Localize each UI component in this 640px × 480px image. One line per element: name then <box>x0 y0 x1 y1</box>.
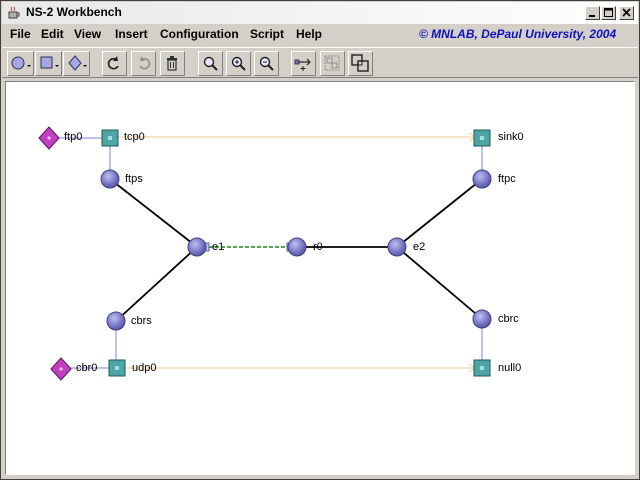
link-e2-ftpc[interactable] <box>396 178 483 248</box>
zoom-in-button[interactable] <box>226 51 251 76</box>
node-cbrs[interactable] <box>106 311 126 331</box>
label-ftp0: ftp0 <box>64 131 83 143</box>
group-icon <box>324 55 340 71</box>
ungroup-button[interactable] <box>348 51 373 76</box>
label-e2: e2 <box>413 241 426 253</box>
app-ftp0[interactable] <box>38 126 60 150</box>
app-cbr0[interactable] <box>50 357 72 381</box>
zoom-in-icon <box>231 56 246 71</box>
minimize-icon <box>589 15 595 17</box>
menu-script[interactable]: Script <box>250 27 285 41</box>
menu-file[interactable]: File <box>10 27 31 41</box>
label-tcp0: tcp0 <box>124 131 145 143</box>
undo-icon <box>107 56 119 70</box>
topology-canvas[interactable]: ftp0 tcp0 sink0 ftps ftpc e1 r0 e2 cbrs … <box>5 81 635 475</box>
circle-node-dropdown-icon <box>11 56 31 70</box>
add-link-icon <box>294 58 311 71</box>
minimize-button[interactable] <box>585 6 600 20</box>
menu-insert[interactable]: Insert <box>115 27 148 41</box>
label-udp0: udp0 <box>132 362 157 374</box>
label-ftpc: ftpc <box>498 173 516 185</box>
agent-sink0[interactable] <box>473 129 491 147</box>
maximize-icon <box>604 8 613 17</box>
diamond-app-dropdown-icon <box>68 55 87 71</box>
zoom-out-button[interactable] <box>254 51 279 76</box>
zoom-icon <box>203 56 218 71</box>
link-e2-cbrc[interactable] <box>396 246 483 320</box>
ungroup-icon <box>351 54 369 72</box>
label-cbrs: cbrs <box>131 315 152 327</box>
square-agent-dropdown-icon <box>40 56 59 69</box>
title-bar[interactable]: NS-2 Workbench <box>2 2 638 24</box>
node-ftpc[interactable] <box>472 169 492 189</box>
node-r0[interactable] <box>287 237 307 257</box>
redo-icon <box>139 56 151 70</box>
node-e2[interactable] <box>387 237 407 257</box>
maximize-button[interactable] <box>601 6 616 20</box>
add-agent-button[interactable] <box>35 51 62 76</box>
group-button[interactable] <box>320 51 345 76</box>
copyright-text: © MNLAB, DePaul University, 2004 <box>419 27 617 41</box>
menu-configuration[interactable]: Configuration <box>160 27 239 41</box>
menu-view[interactable]: View <box>74 27 102 41</box>
node-cbrc[interactable] <box>472 309 492 329</box>
delete-button[interactable] <box>160 51 185 76</box>
label-cbrc: cbrc <box>498 313 519 325</box>
label-ftps: ftps <box>125 173 143 185</box>
toolbar <box>2 47 638 78</box>
link-ftps-e1[interactable] <box>109 178 198 248</box>
menu-edit[interactable]: Edit <box>41 27 64 41</box>
agent-udp0[interactable] <box>108 359 126 377</box>
undo-button[interactable] <box>102 51 127 76</box>
link-cbrs-e1[interactable] <box>115 246 198 322</box>
agent-connection-udp0-null0[interactable] <box>123 363 478 373</box>
node-ftps[interactable] <box>100 169 120 189</box>
zoom-out-icon <box>259 56 274 71</box>
close-icon <box>622 8 631 17</box>
menu-help[interactable]: Help <box>296 27 323 41</box>
label-null0: null0 <box>498 362 522 374</box>
zoom-button[interactable] <box>198 51 223 76</box>
agent-connection-tcp0-sink0[interactable] <box>116 132 478 142</box>
label-e1: e1 <box>212 241 225 253</box>
add-link-button[interactable] <box>291 51 316 76</box>
node-e1[interactable] <box>187 237 207 257</box>
label-cbr0: cbr0 <box>76 362 98 374</box>
menu-bar: File Edit View Insert Configuration Scri… <box>2 25 638 46</box>
agent-null0[interactable] <box>473 359 491 377</box>
label-sink0: sink0 <box>498 131 524 143</box>
close-button[interactable] <box>619 6 634 20</box>
trash-icon <box>167 56 177 71</box>
window-title: NS-2 Workbench <box>26 5 122 19</box>
agent-tcp0[interactable] <box>101 129 119 147</box>
add-node-button[interactable] <box>7 51 34 76</box>
topology-diagram <box>38 126 492 381</box>
add-application-button[interactable] <box>63 51 90 76</box>
label-r0: r0 <box>313 241 323 253</box>
coffee-cup-icon[interactable] <box>7 6 21 20</box>
redo-button[interactable] <box>131 51 156 76</box>
